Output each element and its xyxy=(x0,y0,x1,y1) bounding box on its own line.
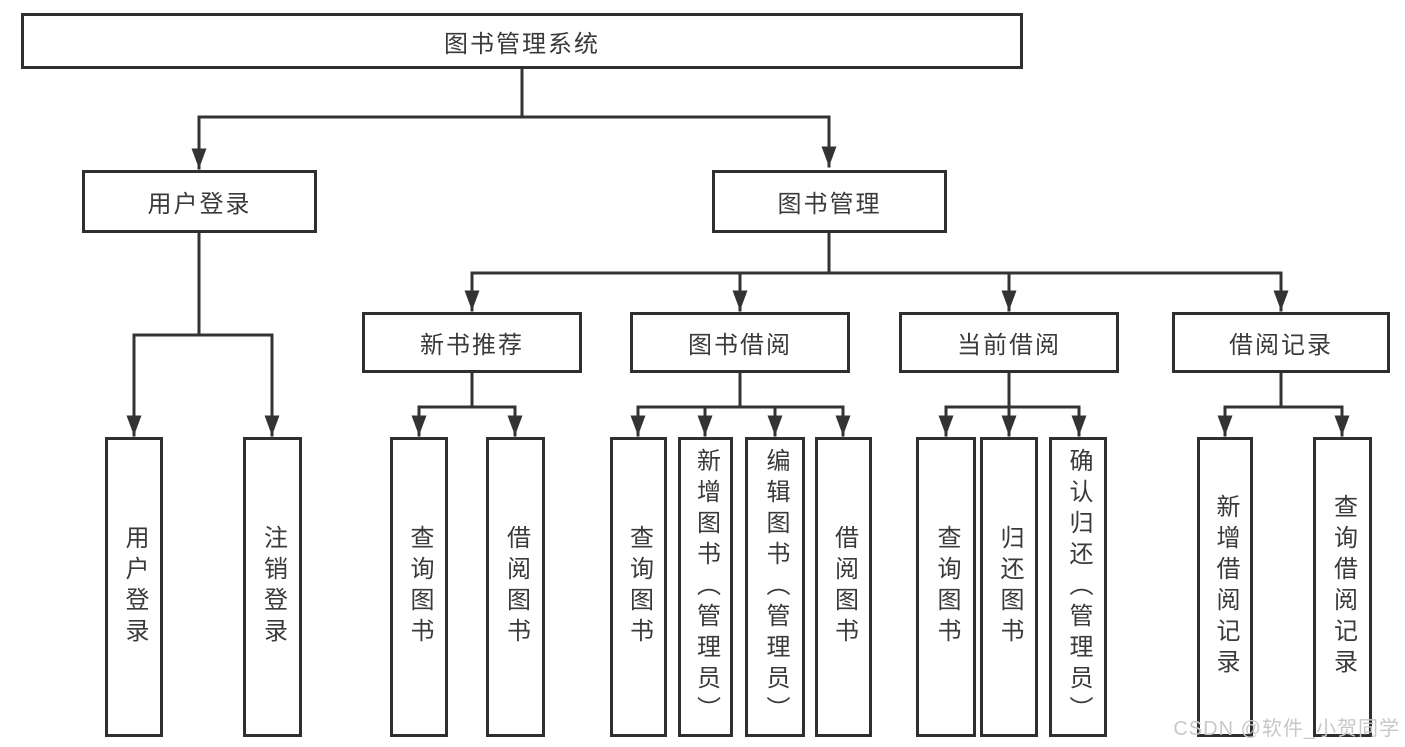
node-new-book-recommendation: 新书推荐 xyxy=(362,312,582,373)
leaf-add-borrow-record: 新增借阅记录 xyxy=(1197,437,1253,737)
node-book-management: 图书管理 xyxy=(712,170,947,233)
node-current-borrowing: 当前借阅 xyxy=(899,312,1119,373)
leaf-borrow-books-recommend: 借阅图书 xyxy=(486,437,545,737)
leaf-return-books: 归还图书 xyxy=(980,437,1038,737)
leaf-edit-books-admin: 编辑图书（管理员） xyxy=(745,437,805,737)
leaf-logout: 注销登录 xyxy=(243,437,302,737)
leaf-query-borrow-record: 查询借阅记录 xyxy=(1313,437,1372,737)
csdn-watermark: CSDN @软件_小贺同学 xyxy=(1173,718,1400,740)
leaf-borrow-books: 借阅图书 xyxy=(815,437,872,737)
leaf-query-books-borrowing: 查询图书 xyxy=(610,437,667,737)
node-library-management-system: 图书管理系统 xyxy=(21,13,1023,69)
leaf-confirm-return-admin: 确认归还（管理员） xyxy=(1049,437,1107,737)
leaf-query-books-current: 查询图书 xyxy=(916,437,976,737)
node-book-borrowing: 图书借阅 xyxy=(630,312,850,373)
node-borrowing-records: 借阅记录 xyxy=(1172,312,1390,373)
leaf-add-books-admin: 新增图书（管理员） xyxy=(678,437,733,737)
node-user-login: 用户登录 xyxy=(82,170,317,233)
leaf-user-login: 用户登录 xyxy=(105,437,163,737)
leaf-query-books-recommend: 查询图书 xyxy=(390,437,448,737)
